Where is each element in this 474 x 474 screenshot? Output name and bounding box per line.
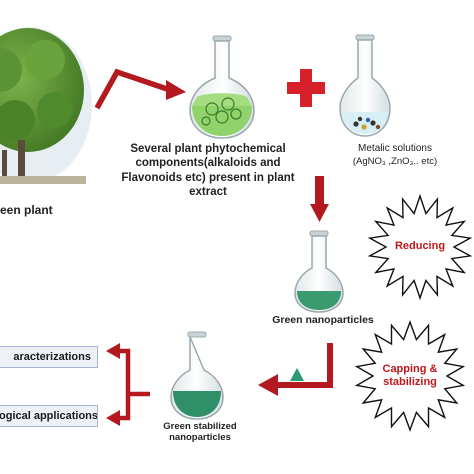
metallic-solution-label: Metalic solutions (AgNO₃ ,ZnO₃.. etc): [340, 143, 450, 167]
green-nanoparticles-flask: [294, 230, 344, 313]
reducing-text: Reducing: [394, 240, 446, 252]
capping-text: Capping & stabilizing: [382, 363, 438, 388]
return-arrow: [258, 343, 333, 396]
application-arrows: [106, 343, 150, 426]
triangle-icon: [290, 368, 304, 381]
green-stabilized-flask: [170, 331, 224, 420]
metallic-formula: (AgNO₃ ,ZnO₃.. etc): [352, 155, 438, 167]
down-arrow: [310, 176, 329, 222]
plant-extract-flask: [189, 35, 255, 139]
green-stabilized-label: Green stabilized nanoparticles: [163, 421, 237, 444]
green-plant-image: [0, 27, 92, 184]
phytochemical-label: Several plant phytochemical components(a…: [121, 143, 295, 199]
green-plant-label: een plant: [0, 203, 53, 217]
plus-icon: [287, 69, 325, 107]
metallic-title: Metalic solutions: [358, 143, 432, 154]
plant-to-extract-arrow: [94, 68, 186, 110]
application-box-characterizations: aracterizations: [0, 346, 98, 368]
capping-burst: [354, 319, 466, 433]
reducing-burst: [367, 193, 473, 301]
application-box-biological: ogical applications: [0, 405, 98, 427]
metallic-solution-flask: [339, 34, 391, 137]
green-nanoparticles-label: Green nanoparticles: [272, 314, 374, 326]
